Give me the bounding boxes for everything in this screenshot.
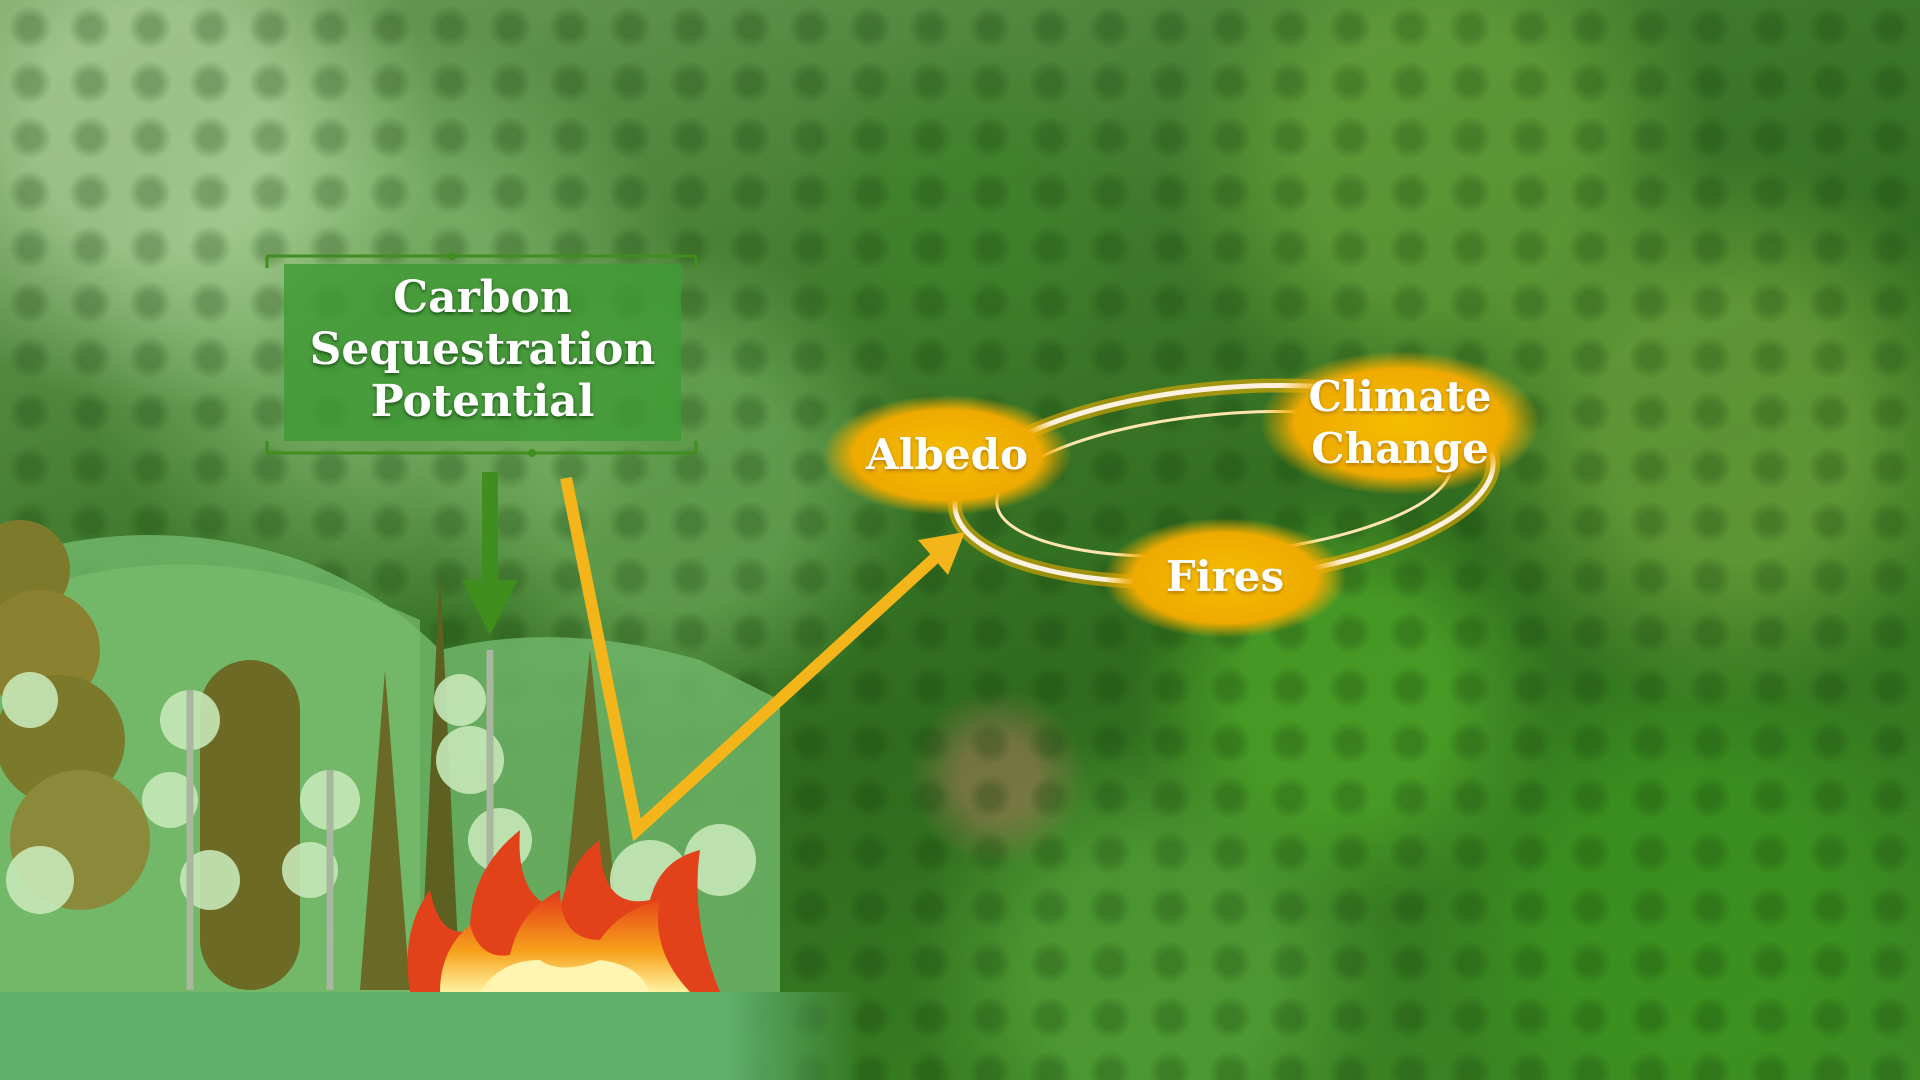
albedo-bubble bbox=[822, 395, 1072, 515]
ground-band bbox=[0, 992, 860, 1080]
carbon-label-line2: Sequestration bbox=[309, 324, 656, 375]
fires-bubble bbox=[1103, 518, 1347, 638]
climate-change-label: Climate Change bbox=[1290, 371, 1510, 475]
illustrated-forest bbox=[0, 520, 780, 992]
fire-icon bbox=[407, 830, 720, 992]
carbon-label-line3: Potential bbox=[370, 376, 595, 427]
fires-label: Fires bbox=[1165, 552, 1285, 601]
yellow-feedback-arrow-icon bbox=[560, 476, 965, 842]
albedo-label: Albedo bbox=[865, 430, 1028, 479]
green-down-arrow-icon bbox=[462, 472, 518, 635]
carbon-sequestration-label: Carbon Sequestration Potential bbox=[284, 272, 681, 428]
climate-label-line2: Change bbox=[1311, 424, 1489, 473]
carbon-sequestration-box bbox=[265, 252, 698, 457]
climate-change-bubble bbox=[1260, 351, 1540, 495]
carbon-label-line1: Carbon bbox=[393, 272, 572, 323]
climate-label-line1: Climate bbox=[1308, 372, 1492, 421]
